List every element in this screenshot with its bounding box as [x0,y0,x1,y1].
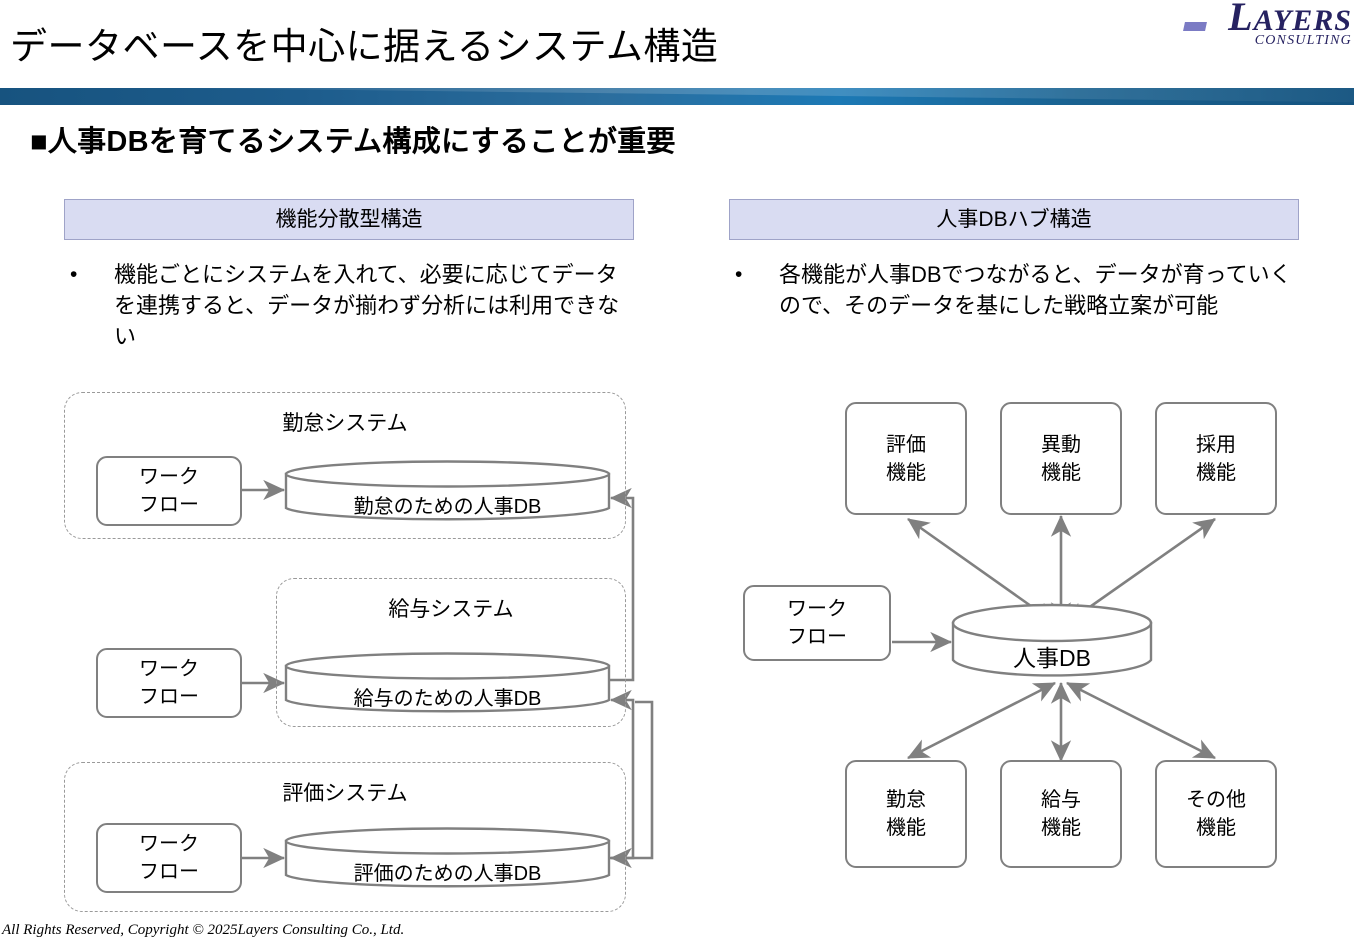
cylinder-shape-payroll [284,652,611,713]
company-logo: LAYERS CONSULTING [1162,0,1352,54]
system-group-title-attendance: 勤怠システム [282,412,408,435]
database-cylinder-attendance[interactable]: 勤怠のための人事DB [284,460,611,522]
database-cylinder-hub[interactable]: 人事DB [951,602,1153,684]
function-node-recruiting[interactable]: 採用 機能 [1155,402,1277,515]
system-group-evaluation: 評価システム [64,762,626,912]
logo-tagline: CONSULTING [1254,33,1352,48]
workflow-box-attendance[interactable]: ワーク フロー [96,456,242,526]
function-node-evaluation[interactable]: 評価 機能 [845,402,967,515]
logo-initial-letter: L [1228,0,1254,39]
workflow-box-payroll[interactable]: ワーク フロー [96,648,242,718]
bullet-marker-left: • [70,263,78,286]
workflow-box-label-payroll: ワーク フロー [139,658,199,708]
system-group-attendance: 勤怠システム [64,392,626,539]
column-header-right: 人事DBハブ構造 [729,199,1299,240]
function-node-transfer[interactable]: 異動 機能 [1000,402,1122,515]
divider-sheen [0,88,1354,104]
system-group-title-evaluation: 評価システム [282,782,408,805]
section-subheading: ■人事DBを育てるシステム構成にすることが重要 [30,126,676,158]
arrow-hub-other [1066,681,1216,760]
cylinder-shape-attendance [284,460,611,521]
arrow-link-back-to-evaluation [609,700,654,869]
bullet-text-right: 各機能が人事DBでつながると、データが育っていくので、そのデータを基にした戦略立… [779,262,1292,318]
cylinder-shape-evaluation [284,827,611,888]
workflow-box-hub[interactable]: ワーク フロー [743,585,891,661]
workflow-box-label-attendance: ワーク フロー [139,466,199,516]
database-cylinder-evaluation[interactable]: 評価のための人事DB [284,827,611,889]
bullet-right: • 各機能が人事DBでつながると、データが育っていくので、そのデータを基にした戦… [735,259,1310,321]
logo-wordmark: LAYERS [1162,0,1352,39]
function-node-payroll[interactable]: 給与 機能 [1000,760,1122,868]
system-group-title-payroll: 給与システム [388,598,514,621]
bullet-marker-right: • [735,263,743,286]
workflow-box-label-evaluation: ワーク フロー [139,833,199,883]
page-title: データベースを中心に据えるシステム構造 [10,26,719,67]
arrow-link-payroll-to-attendance [608,487,635,682]
function-node-label-attendance: 勤怠 機能 [886,789,926,839]
column-header-left: 機能分散型構造 [64,199,634,240]
workflow-box-evaluation[interactable]: ワーク フロー [96,823,242,893]
database-cylinder-payroll[interactable]: 給与のための人事DB [284,652,611,714]
cylinder-shape-hub [951,603,1153,677]
header-divider-bar [0,88,1354,105]
function-node-label-evaluation: 評価 機能 [886,433,926,484]
function-node-attendance[interactable]: 勤怠 機能 [845,760,967,868]
function-node-label-other: その他 機能 [1186,789,1246,839]
diagram-left-connectors [242,479,654,869]
bullet-text-left: 機能ごとにシステムを入れて、必要に応じてデータを連携すると、データが揃わず分析に… [114,262,620,349]
logo-main-text: AYERS [1253,4,1352,37]
workflow-box-label-hub: ワーク フロー [787,598,847,648]
arrow-hub-attendance [907,681,1056,760]
function-node-other[interactable]: その他 機能 [1155,760,1277,868]
function-node-label-payroll: 給与 機能 [1041,789,1081,839]
bullet-left: • 機能ごとにシステムを入れて、必要に応じてデータを連携すると、データが揃わず分… [70,259,630,352]
copyright-footer: All Rights Reserved, Copyright © 2025Lay… [2,922,405,938]
diagram-distributed-architecture: 勤怠システム ワーク フロー 勤怠のための人事DB 給与システム ワーク フロー… [60,380,660,925]
function-node-label-transfer: 異動 機能 [1041,433,1081,484]
logo-accent-bar [1183,22,1207,31]
function-node-label-recruiting: 採用 機能 [1196,433,1236,484]
system-group-payroll: 給与システム [276,578,626,727]
diagram-hub-architecture: 評価 機能 異動 機能 採用 機能 ワーク フロー 人事DB 勤怠 機能 給与 … [725,380,1315,868]
